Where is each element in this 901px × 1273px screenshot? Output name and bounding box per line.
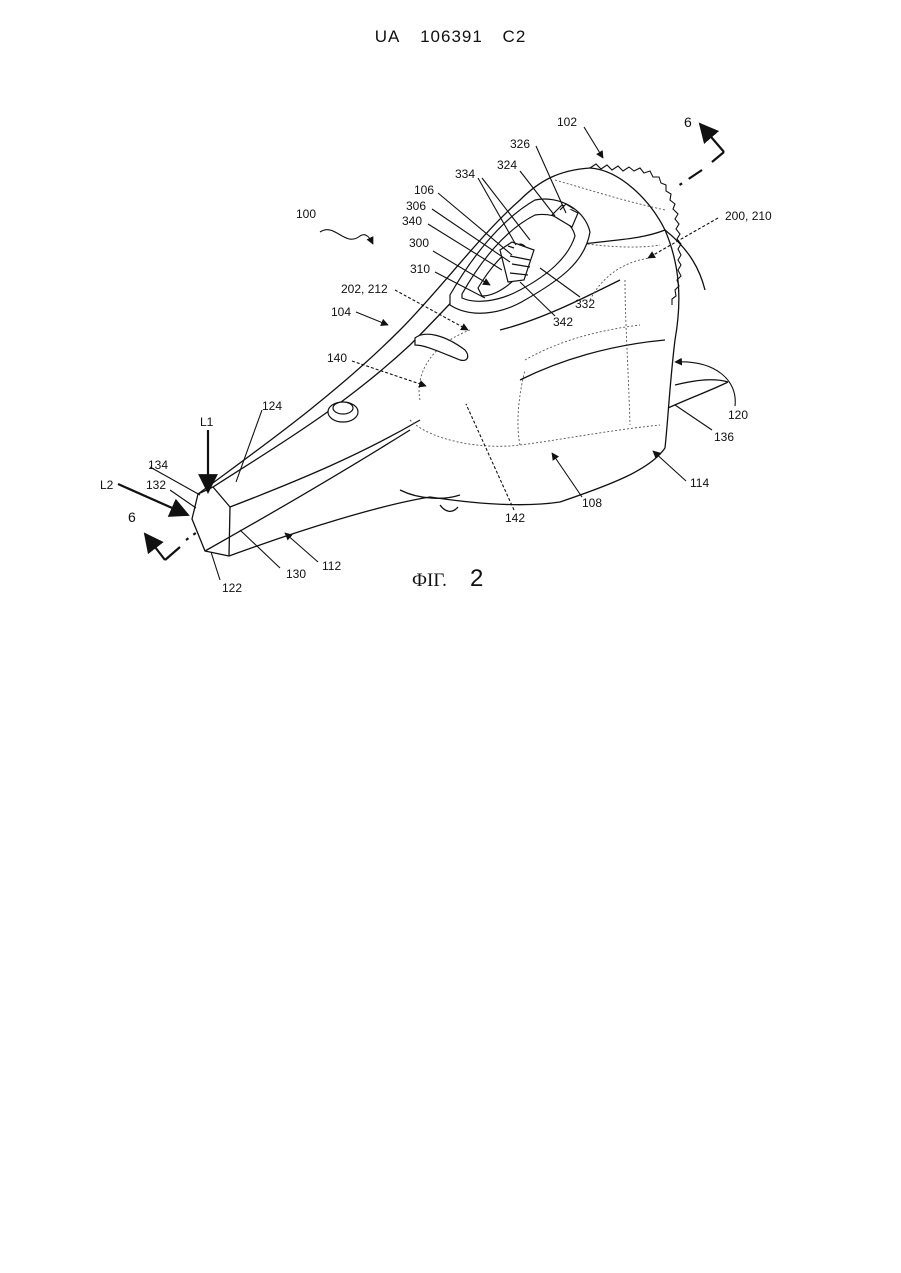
leader-122 [211, 552, 220, 580]
label-102: 102 [557, 115, 577, 129]
leader-200 [648, 218, 718, 258]
label-140: 140 [327, 351, 347, 365]
tip-face [192, 487, 230, 556]
label-202: 202, 212 [341, 282, 388, 296]
label-306: 306 [406, 199, 426, 213]
caption-prefix: ФІГ. [412, 570, 447, 591]
label-6-left: 6 [128, 509, 136, 525]
label-L1: L1 [200, 415, 214, 429]
label-200: 200, 210 [725, 209, 772, 223]
label-340: 340 [402, 214, 422, 228]
label-106: 106 [414, 183, 434, 197]
leader-108 [552, 453, 582, 497]
label-122: 122 [222, 581, 242, 595]
cable [668, 380, 728, 408]
label-342: 342 [553, 315, 573, 329]
device-outline [192, 168, 728, 556]
label-124: 124 [262, 399, 282, 413]
leader-100 [320, 230, 373, 244]
label-104: 104 [331, 305, 351, 319]
label-108: 108 [582, 496, 602, 510]
leader-142 [466, 404, 514, 510]
leader-102 [584, 127, 603, 158]
control-assembly [450, 199, 590, 313]
handle-button [328, 402, 358, 422]
caption-number: 2 [470, 565, 483, 592]
label-112: 112 [322, 559, 341, 573]
label-120: 120 [728, 408, 748, 422]
label-6-right: 6 [684, 114, 692, 130]
figure-caption: ФІГ. 2 [412, 565, 483, 592]
leader-124 [236, 410, 262, 482]
leader-104 [356, 312, 388, 325]
label-142: 142 [505, 511, 525, 525]
label-114: 114 [690, 476, 709, 490]
label-326: 326 [510, 137, 530, 151]
label-300: 300 [409, 236, 429, 250]
label-130: 130 [286, 567, 306, 581]
slot-140 [415, 334, 468, 360]
label-132: 132 [146, 478, 166, 492]
leader-114 [653, 451, 686, 481]
leader-112 [285, 533, 318, 562]
label-332: 332 [575, 297, 595, 311]
label-134: 134 [148, 458, 168, 472]
label-334: 334 [455, 167, 475, 181]
label-L2: L2 [100, 478, 114, 492]
leader-136 [675, 405, 712, 430]
leader-120 [675, 362, 735, 406]
label-324: 324 [497, 158, 517, 172]
label-136: 136 [714, 430, 734, 444]
rear-body [590, 168, 679, 448]
axis-arrows [118, 430, 208, 515]
leader-130 [240, 530, 280, 568]
label-310: 310 [410, 262, 430, 276]
leader-140 [352, 361, 426, 386]
label-100: 100 [296, 207, 316, 221]
leader-132 [170, 490, 196, 508]
